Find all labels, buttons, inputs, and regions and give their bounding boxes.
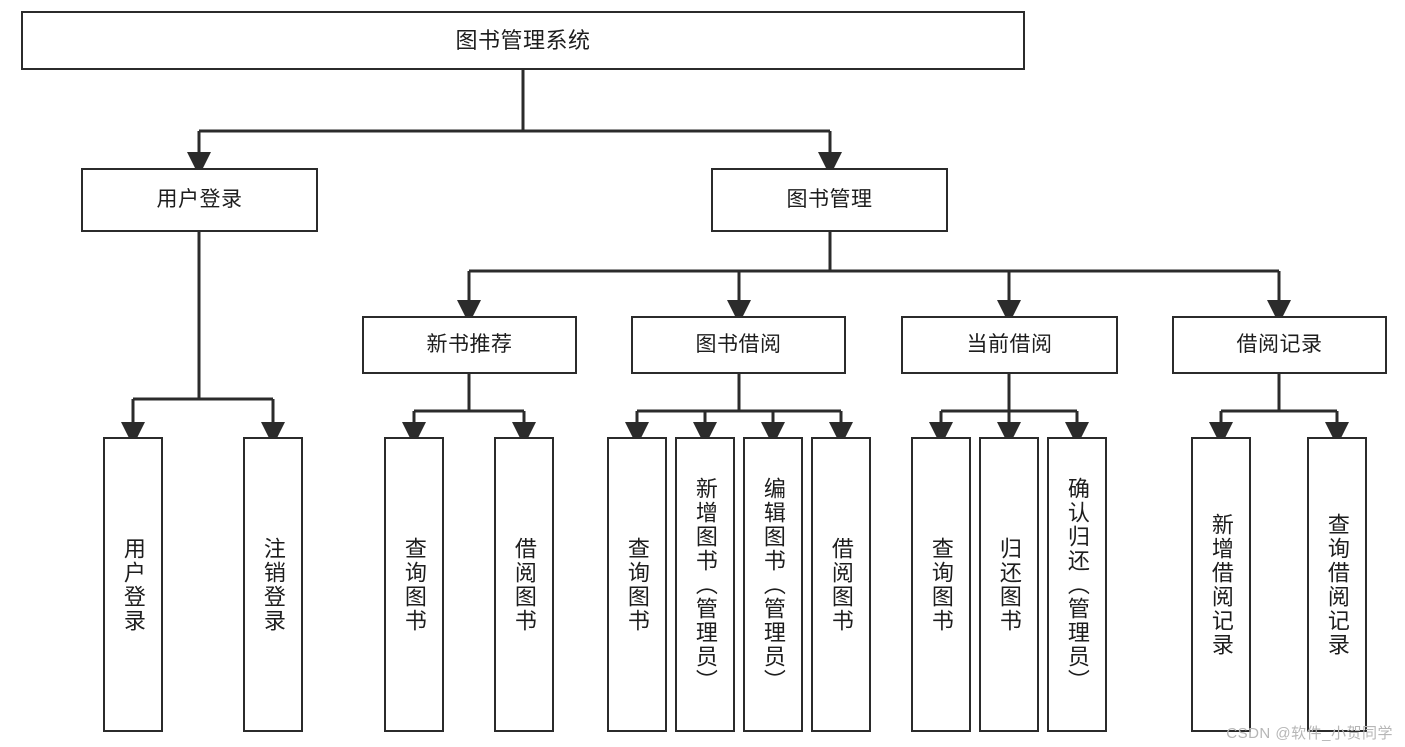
node-label: 注销登录 xyxy=(260,536,286,633)
node-label: 查询借阅记录 xyxy=(1324,512,1350,657)
node-label: 查询图书 xyxy=(401,536,427,633)
node-label: 用户登录 xyxy=(156,187,243,211)
node-leaf-query-book-rec[interactable]: 查询图书 xyxy=(384,437,444,732)
node-leaf-user-login[interactable]: 用户登录 xyxy=(103,437,163,732)
node-label: 借阅记录 xyxy=(1236,332,1323,356)
node-label: 新增图书（管理员） xyxy=(692,476,718,693)
node-leaf-add-record[interactable]: 新增借阅记录 xyxy=(1191,437,1251,732)
node-current-borrow[interactable]: 当前借阅 xyxy=(901,316,1118,374)
node-leaf-borrow-book-rec[interactable]: 借阅图书 xyxy=(494,437,554,732)
node-label: 归还图书 xyxy=(996,536,1022,633)
node-leaf-return-book[interactable]: 归还图书 xyxy=(979,437,1039,732)
node-label: 图书借阅 xyxy=(695,332,782,356)
node-label: 新书推荐 xyxy=(426,332,513,356)
node-leaf-query-record[interactable]: 查询借阅记录 xyxy=(1307,437,1367,732)
node-leaf-edit-book[interactable]: 编辑图书（管理员） xyxy=(743,437,803,732)
node-label: 新增借阅记录 xyxy=(1208,512,1234,657)
node-leaf-query-book-borrow[interactable]: 查询图书 xyxy=(607,437,667,732)
node-label: 查询图书 xyxy=(624,536,650,633)
node-leaf-add-book[interactable]: 新增图书（管理员） xyxy=(675,437,735,732)
node-leaf-confirm-return[interactable]: 确认归还（管理员） xyxy=(1047,437,1107,732)
node-leaf-borrow-book[interactable]: 借阅图书 xyxy=(811,437,871,732)
node-label: 借阅图书 xyxy=(511,536,537,633)
node-leaf-query-book-current[interactable]: 查询图书 xyxy=(911,437,971,732)
node-borrow-record[interactable]: 借阅记录 xyxy=(1172,316,1387,374)
node-book-manage[interactable]: 图书管理 xyxy=(711,168,948,232)
node-label: 查询图书 xyxy=(928,536,954,633)
node-label: 图书管理 xyxy=(786,187,873,211)
node-label: 确认归还（管理员） xyxy=(1064,476,1090,693)
node-user-login[interactable]: 用户登录 xyxy=(81,168,318,232)
node-label: 编辑图书（管理员） xyxy=(760,476,786,693)
node-root-system[interactable]: 图书管理系统 xyxy=(21,11,1025,70)
node-label: 用户登录 xyxy=(120,536,146,633)
node-book-borrow[interactable]: 图书借阅 xyxy=(631,316,846,374)
node-label: 图书管理系统 xyxy=(455,27,591,53)
node-new-book-rec[interactable]: 新书推荐 xyxy=(362,316,577,374)
node-leaf-user-logout[interactable]: 注销登录 xyxy=(243,437,303,732)
node-label: 当前借阅 xyxy=(966,332,1053,356)
csdn-watermark: CSDN @软件_小贺同学 xyxy=(1226,725,1393,742)
node-label: 借阅图书 xyxy=(828,536,854,633)
